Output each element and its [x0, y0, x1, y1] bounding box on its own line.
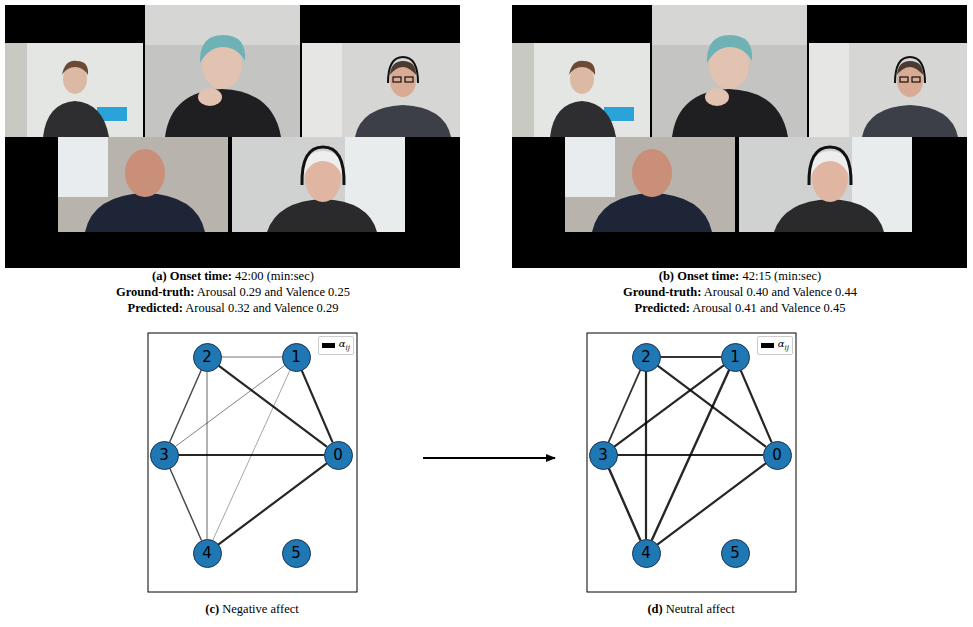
graph-edge: [170, 468, 201, 539]
node-number: 0: [333, 448, 343, 463]
graph-edge: [222, 356, 282, 357]
caption-text: Ground-truth: Arousal 0.40 and Valence 0…: [623, 285, 857, 300]
graph-edge: [302, 370, 333, 441]
graph-edge: [618, 454, 763, 456]
node-number: 0: [772, 448, 782, 463]
graph-edge: [219, 464, 327, 545]
caption-text: (d) Neutral affect: [647, 602, 734, 617]
caption-text: Predicted: Arousal 0.32 and Valence 0.29: [128, 301, 339, 316]
graph-edge: [658, 464, 766, 545]
node-number: 2: [202, 350, 212, 365]
video-call-screenshot: [5, 5, 460, 268]
caption-text: Ground-truth: Arousal 0.29 and Valence 0…: [116, 285, 350, 300]
graph-edge: [219, 366, 327, 447]
legend-swatch: [761, 343, 774, 348]
graph-node: 2: [632, 343, 661, 372]
graph-edge: [615, 366, 724, 447]
graph-edge: [176, 366, 285, 447]
graph-node: 2: [193, 343, 222, 372]
graph-node: 4: [632, 539, 661, 568]
graph-node: 1: [721, 343, 750, 372]
graph-node: 3: [150, 441, 179, 470]
graph-node: 5: [721, 539, 750, 568]
node-number: 1: [730, 350, 740, 365]
graph-node: 0: [324, 441, 353, 470]
transition-arrow: [423, 457, 555, 459]
graph-edge: [661, 356, 721, 358]
caption-text: Predicted: Arousal 0.41 and Valence 0.45: [635, 301, 846, 316]
legend-swatch: [322, 343, 335, 348]
node-number: 5: [291, 546, 301, 561]
graph-node: 1: [282, 343, 311, 372]
graph-edge: [609, 468, 640, 539]
caption-text: (a) Onset time: 42:00 (min:sec): [152, 269, 314, 284]
graph-edge: [179, 454, 324, 456]
node-number: 2: [641, 350, 651, 365]
graph-node: 3: [589, 441, 618, 470]
node-number: 4: [202, 546, 212, 561]
node-number: 3: [598, 448, 608, 463]
graph-frame: [587, 333, 796, 592]
node-number: 5: [730, 546, 740, 561]
node-number: 3: [159, 448, 169, 463]
graph-node: 5: [282, 539, 311, 568]
legend-item: αij: [318, 336, 354, 355]
legend-text: αij: [339, 338, 350, 353]
legend-item: αij: [757, 336, 793, 355]
caption-text: (c) Negative affect: [205, 602, 298, 617]
graph-node: 4: [193, 539, 222, 568]
graph-node: 0: [763, 441, 792, 470]
graph-frame: [148, 333, 357, 592]
video-call-screenshot: [512, 5, 967, 268]
graph-edge: [741, 370, 772, 441]
legend-text: αij: [778, 338, 789, 353]
node-number: 1: [291, 350, 301, 365]
caption-text: (b) Onset time: 42:15 (min:sec): [659, 269, 821, 284]
node-number: 4: [641, 546, 651, 561]
